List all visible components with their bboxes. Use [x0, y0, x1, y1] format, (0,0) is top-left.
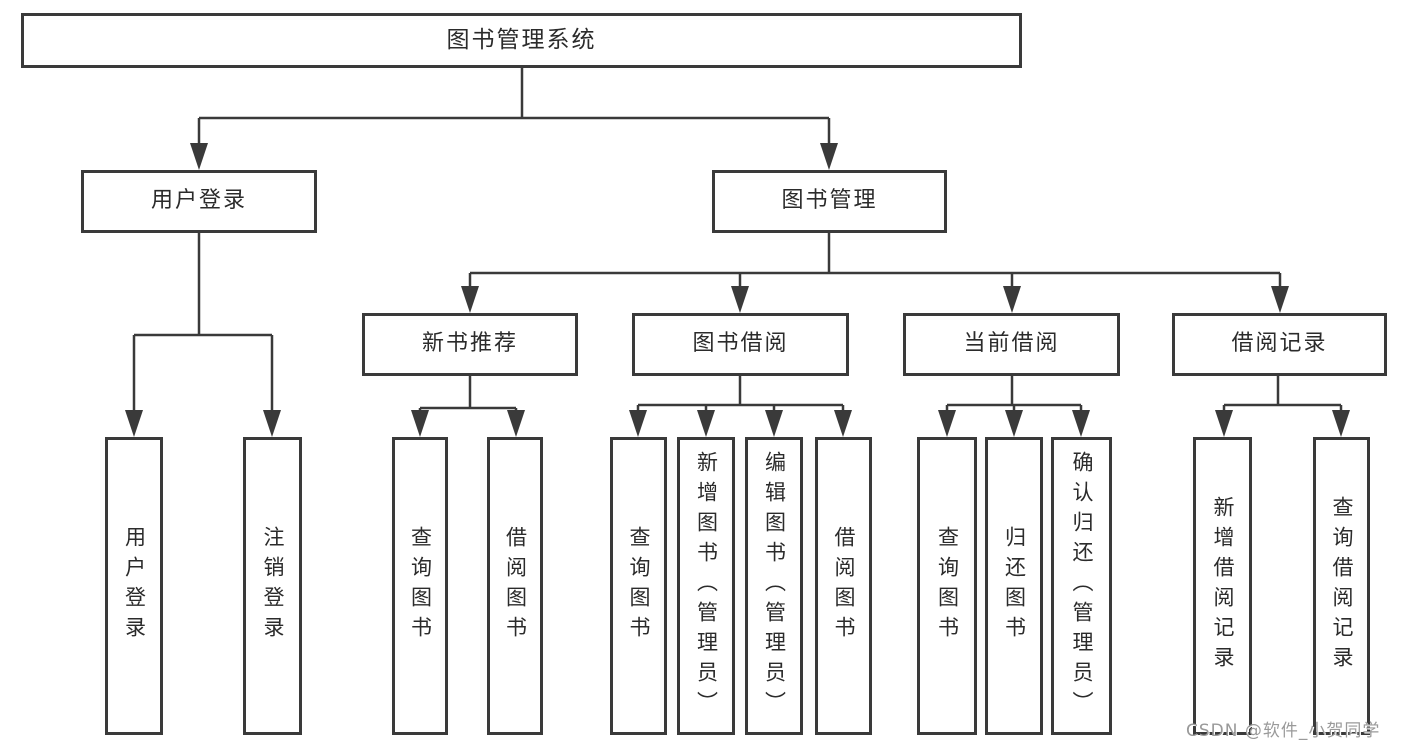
- node-label: 用户登录: [150, 188, 247, 214]
- node-label: 查询图书: [627, 526, 651, 646]
- node-label: 借阅图书: [503, 526, 528, 646]
- node-label: 新增图书（管理员）: [694, 451, 719, 721]
- node-label: 新增借阅记录: [1211, 496, 1235, 676]
- node-label: 借阅图书: [832, 526, 856, 646]
- node-label: 查询借阅记录: [1330, 496, 1354, 676]
- leaf-add-book-admin: 新增图书（管理员）: [677, 437, 735, 735]
- node-label: 图书管理: [781, 188, 878, 214]
- node-label: 新书推荐: [421, 331, 518, 357]
- leaf-borrow-books-borrowing: 借阅图书: [815, 437, 872, 735]
- leaf-query-books-recommend: 查询图书: [392, 437, 448, 735]
- node-label: 图书借阅: [692, 331, 789, 357]
- node-label: 借阅记录: [1231, 331, 1328, 357]
- node-label: 查询图书: [408, 526, 433, 646]
- node-label: 当前借阅: [963, 331, 1060, 357]
- node-current-borrowing: 当前借阅: [903, 313, 1120, 376]
- node-root: 图书管理系统: [21, 13, 1022, 68]
- leaf-confirm-return-admin: 确认归还（管理员）: [1051, 437, 1112, 735]
- leaf-return-books: 归还图书: [985, 437, 1043, 735]
- node-label: 查询图书: [935, 526, 960, 646]
- node-label: 注销登录: [261, 526, 285, 646]
- leaf-edit-book-admin: 编辑图书（管理员）: [745, 437, 803, 735]
- node-borrowing-records: 借阅记录: [1172, 313, 1387, 376]
- node-user-login: 用户登录: [81, 170, 317, 233]
- node-label: 归还图书: [1002, 526, 1027, 646]
- leaf-query-books-current: 查询图书: [917, 437, 977, 735]
- leaf-logout: 注销登录: [243, 437, 302, 735]
- leaf-add-borrow-record: 新增借阅记录: [1193, 437, 1252, 735]
- leaf-borrow-books-recommend: 借阅图书: [487, 437, 543, 735]
- node-label: 用户登录: [122, 526, 147, 646]
- node-book-management: 图书管理: [712, 170, 947, 233]
- node-book-borrowing: 图书借阅: [632, 313, 849, 376]
- watermark: CSDN @软件_小贺同学: [1186, 721, 1381, 741]
- leaf-user-login: 用户登录: [105, 437, 163, 735]
- node-new-book-recommend: 新书推荐: [362, 313, 578, 376]
- node-label: 编辑图书（管理员）: [762, 451, 787, 721]
- node-label: 确认归还（管理员）: [1070, 451, 1094, 721]
- leaf-query-borrow-record: 查询借阅记录: [1313, 437, 1370, 735]
- leaf-query-books-borrowing: 查询图书: [610, 437, 667, 735]
- node-label: 图书管理系统: [446, 26, 597, 53]
